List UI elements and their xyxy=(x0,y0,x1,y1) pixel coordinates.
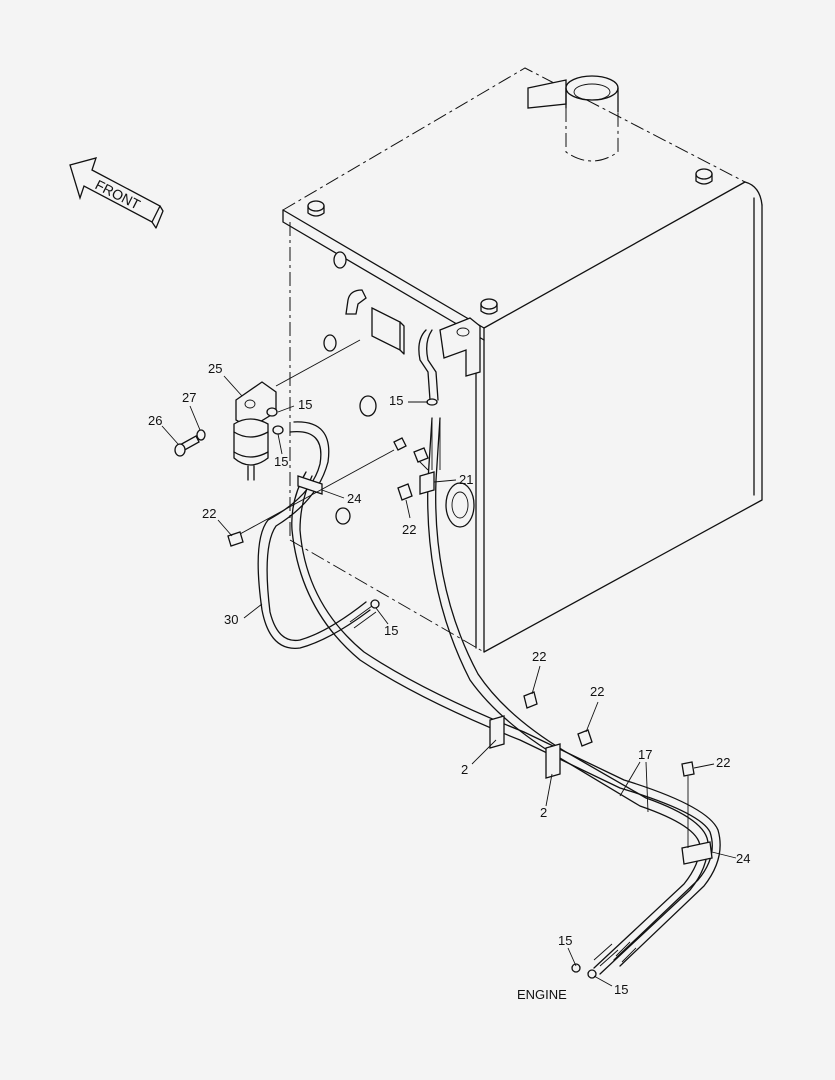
callout-15-tank: 15 xyxy=(389,393,403,408)
callout-15-engine-top: 15 xyxy=(558,933,572,948)
fuel-filter xyxy=(233,339,361,481)
callout-25: 25 xyxy=(208,361,222,376)
front-arrow: FRONT xyxy=(69,157,164,229)
callout-26: 26 xyxy=(148,413,162,428)
callout-22-tank: 22 xyxy=(402,522,416,537)
callout-labels: 25 27 26 15 15 15 15 15 15 24 24 22 22 2… xyxy=(148,361,750,1002)
callout-17: 17 xyxy=(638,747,652,762)
callout-24-upper: 24 xyxy=(347,491,361,506)
small-fittings xyxy=(227,398,695,979)
fuel-hoses xyxy=(239,329,721,975)
callout-15-filter-bottom: 15 xyxy=(274,454,288,469)
callout-24-lower: 24 xyxy=(736,851,750,866)
callout-2-left: 2 xyxy=(461,762,468,777)
callout-22-left: 22 xyxy=(202,506,216,521)
callout-15-mid: 15 xyxy=(384,623,398,638)
callout-30: 30 xyxy=(224,612,238,627)
leader-lines xyxy=(161,375,737,987)
callout-27: 27 xyxy=(182,390,196,405)
bolt-26 xyxy=(174,435,200,457)
callout-15-engine-bottom: 15 xyxy=(614,982,628,997)
callout-22-line-a: 22 xyxy=(532,649,546,664)
engine-label: ENGINE xyxy=(517,987,567,1002)
callout-22-line-b: 22 xyxy=(590,684,604,699)
callout-21: 21 xyxy=(459,472,473,487)
callout-2-right: 2 xyxy=(540,805,547,820)
callout-22-right: 22 xyxy=(716,755,730,770)
callout-15-filter-top: 15 xyxy=(298,397,312,412)
fuel-tank xyxy=(282,67,763,653)
washer-27 xyxy=(196,429,206,441)
